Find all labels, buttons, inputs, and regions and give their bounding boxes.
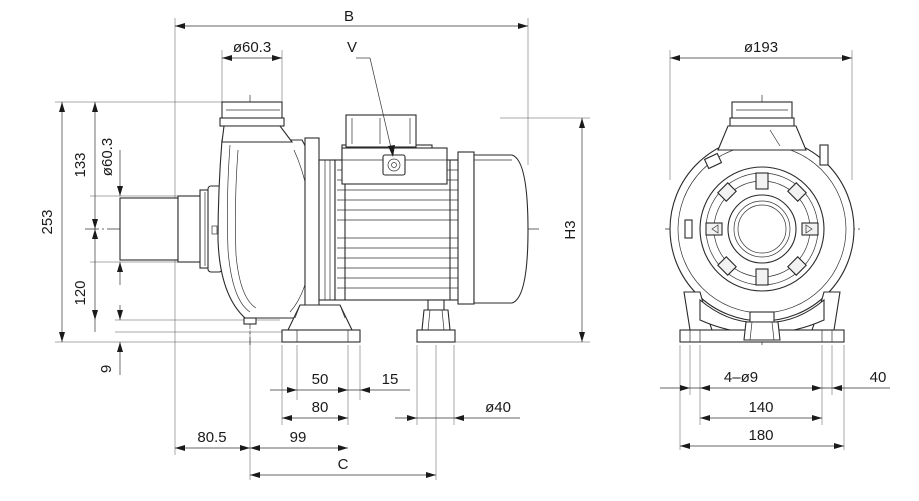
dim-h3-label: H3: [562, 220, 579, 239]
side-view-dimensions: [59, 23, 585, 478]
front-view-labels: ø193 4–ø9 40 140 180: [724, 39, 886, 444]
dim-15-label: 15: [382, 371, 399, 388]
dim-outlet-diameter-label: ø60.3: [233, 39, 271, 56]
dim-133-label: 133: [72, 152, 89, 177]
front-impeller-housing: [699, 166, 825, 292]
dim-front-180-label: 180: [748, 427, 773, 444]
extension-lines: [55, 18, 590, 480]
discharge-outlet-pipe: [219, 101, 294, 143]
side-view-labels: B ø60.3 V 253 133 120 ø60.3 9 H3 50 15 8…: [39, 8, 579, 473]
dim-50-label: 50: [312, 371, 329, 388]
dim-foot-diameter-label: ø40: [485, 399, 511, 416]
dim-front-40-label: 40: [870, 369, 887, 386]
front-extension-lines: [669, 50, 853, 450]
dim-c-label: C: [338, 456, 349, 473]
front-view: ø193 4–ø9 40 140 180: [660, 39, 890, 450]
front-side-lug: [684, 144, 829, 239]
dim-80-label: 80: [312, 399, 329, 416]
dim-99-label: 99: [290, 429, 307, 446]
dim-inlet-diameter-label: ø60.3: [99, 138, 116, 176]
dim-front-diameter-label: ø193: [744, 39, 778, 56]
dim-holes-label: 4–ø9: [724, 369, 758, 386]
dim-120-label: 120: [72, 280, 89, 305]
dim-80-5-label: 80.5: [197, 429, 226, 446]
rear-support-foot: [416, 299, 456, 343]
drain-plug: [243, 317, 257, 325]
front-view-dimensions: [660, 55, 890, 449]
front-support-foot: [281, 304, 361, 343]
dim-front-140-label: 140: [748, 399, 773, 416]
dim-b-label: B: [344, 8, 354, 25]
motor-fan-cover: [457, 151, 529, 305]
front-discharge-outlet: [717, 101, 807, 151]
suction-inlet-pipe: [119, 185, 223, 273]
dim-253-label: 253: [39, 209, 56, 234]
motor-adapter-flange: [304, 137, 336, 324]
side-view: B ø60.3 V 253 133 120 ø60.3 9 H3 50 15 8…: [39, 8, 590, 480]
front-base-feet: [679, 291, 845, 343]
dim-v-label: V: [347, 39, 357, 56]
terminal-box: [341, 114, 448, 185]
dim-9-label: 9: [98, 365, 115, 373]
